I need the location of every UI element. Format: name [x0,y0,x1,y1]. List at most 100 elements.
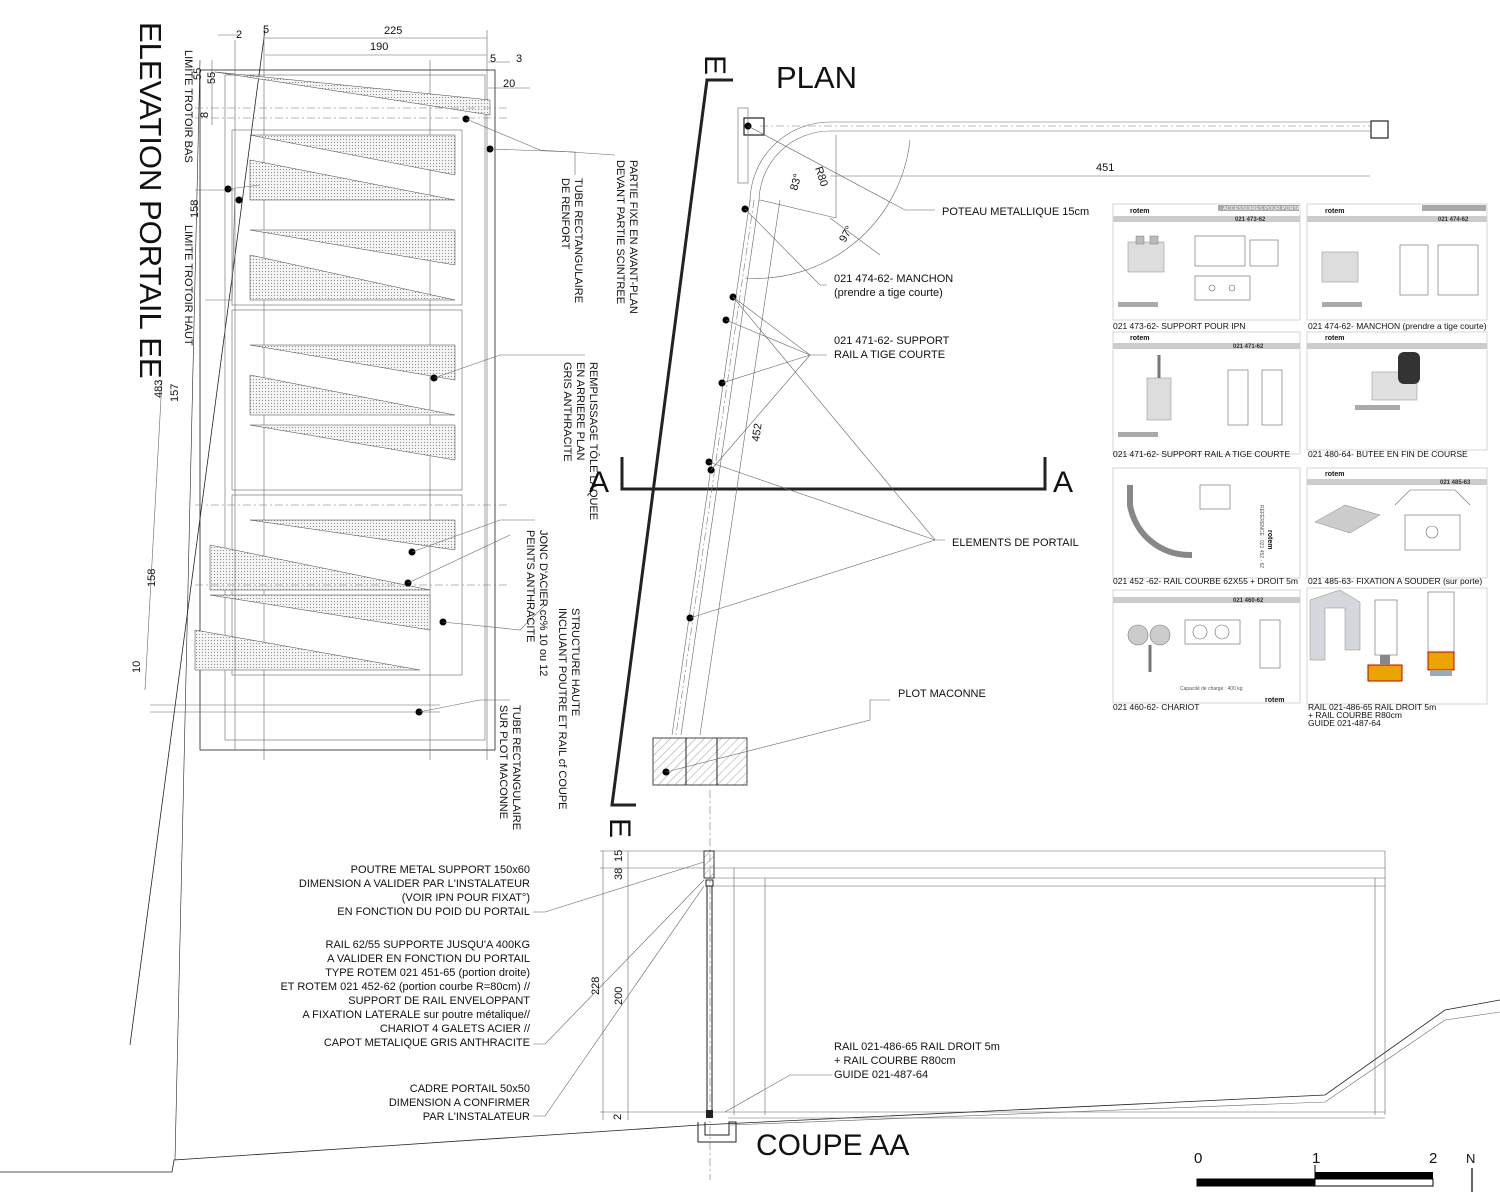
svg-text:ACCESSOIRES POUR PORTAILS: ACCESSOIRES POUR PORTAILS [1223,206,1309,212]
callout-poutre: POUTRE METAL SUPPORT 150x60 DIMENSION A … [299,864,530,918]
svg-text:JONC D'ACIER cc% 10 ou 12: JONC D'ACIER cc% 10 ou 12 [537,530,549,676]
dim-225: 225 [384,25,402,37]
svg-text:(VOIR IPN POUR FIXAT°): (VOIR IPN POUR FIXAT°) [402,892,530,904]
svg-text:021 485-63: 021 485-63 [1440,480,1471,486]
catalog-card-rail-courbe: RÉFÉRENCE : 021 452 - 62 rotem 021 452 -… [1112,467,1301,586]
dim-8: 8 [199,112,211,118]
callout-elements: ELEMENTS DE PORTAIL [952,537,1079,549]
elevation-title: ELEVATION PORTAIL EE [133,22,168,379]
catalog-card-manchon: rotem 021 474-62 021 474-62- MANCHON (pr… [1306,203,1488,331]
svg-text:DIMENSION A VALIDER PAR L'INST: DIMENSION A VALIDER PAR L'INSTALATEUR [299,878,530,890]
svg-text:RÉFÉRENCE : 021 452 - 62: RÉFÉRENCE : 021 452 - 62 [1258,505,1265,568]
svg-text:021 471-62: 021 471-62 [1233,344,1264,350]
svg-text:DE RENFORT: DE RENFORT [559,178,571,250]
dim-483: 483 [153,380,165,398]
dim-451: 451 [1096,162,1114,174]
svg-text:021 473-62- SUPPORT POUR IPN: 021 473-62- SUPPORT POUR IPN [1113,321,1245,331]
dim-55b: 55 [206,72,218,84]
catalog-card-butee: rotem 021 480-64- BUTEE EN FIN DE COURSE [1306,331,1488,459]
svg-text:021 460-62- CHARIOT: 021 460-62- CHARIOT [1113,702,1199,712]
dim-38: 38 [613,868,625,880]
svg-text:A VALIDER EN FONCTION DU PORTA: A VALIDER EN FONCTION DU PORTAIL [327,953,530,965]
svg-text:rotem: rotem [1265,697,1284,704]
svg-text:GRIS ANTHRACITE: GRIS ANTHRACITE [561,362,573,462]
callout-structure: STRUCTURE HAUTE INCLUANT POUTRE ET RAIL … [556,608,581,810]
svg-text:021 474-62- MANCHON: 021 474-62- MANCHON [834,273,953,285]
dim-2: 2 [236,29,242,41]
svg-text:+ RAIL COURBE R80cm: + RAIL COURBE R80cm [1308,710,1402,720]
svg-text:PEINTS ANTHRACITE: PEINTS ANTHRACITE [524,530,536,642]
svg-text:DIMENSION A CONFIRMER: DIMENSION A CONFIRMER [389,1097,530,1109]
svg-text:021 485-63- FIXATION A SOUDER: 021 485-63- FIXATION A SOUDER (sur porte… [1308,576,1482,586]
svg-text:021 480-64- BUTEE EN FIN DE CO: 021 480-64- BUTEE EN FIN DE COURSE [1308,449,1468,459]
callout-rail-guide: RAIL 021-486-65 RAIL DROIT 5m + RAIL COU… [834,1041,1000,1081]
svg-text:rotem: rotem [1325,471,1344,478]
callout-jonc: JONC D'ACIER cc% 10 ou 12 PEINTS ANTHRAC… [524,530,549,676]
dim-228: 228 [590,977,602,995]
dim-452: 452 [750,423,764,443]
dim-15: 15 [613,850,625,862]
svg-text:SUPPORT DE RAIL ENVELOPPANT: SUPPORT DE RAIL ENVELOPPANT [348,995,530,1007]
catalog-card-support-rail: rotem 021 471-62 021 471-62- SUPPORT RAI… [1112,331,1301,459]
svg-text:RAIL 62/55 SUPPORTE JUSQU'A 4: RAIL 62/55 SUPPORTE JUSQU'A 400KG [326,939,530,951]
dim-5a: 5 [263,24,269,36]
svg-text:021 460-62: 021 460-62 [1233,598,1264,604]
callout-rail: RAIL 62/55 SUPPORTE JUSQU'A 400KG A VALI… [280,939,530,1049]
svg-text:TYPE ROTEM 021 451-65 (portion: TYPE ROTEM 021 451-65 (portion droite) [325,967,530,979]
dim-3: 3 [516,53,522,65]
scale-tick-1: 1 [1312,1150,1320,1167]
svg-text:021 471-62- SUPPORT: 021 471-62- SUPPORT [834,335,950,347]
plan-view: PLAN E E A A 83° R80 97° 451 [589,55,1389,838]
dim-200: 200 [613,987,625,1005]
dim-190: 190 [370,41,388,53]
callout-tube-plot: TUBE RECTANGULAIRE SUR PLOT MACONNE [497,705,522,830]
svg-text:PARTIE FIXE EN AVANT-PLAN: PARTIE FIXE EN AVANT-PLAN [627,160,639,314]
svg-text:PAR L'INSTALATEUR: PAR L'INSTALATEUR [423,1111,530,1123]
dim-5b: 5 [490,53,496,65]
svg-text:021 473-62: 021 473-62 [1235,217,1266,223]
svg-text:RAIL 021-486-65 RAIL DROIT 5m: RAIL 021-486-65 RAIL DROIT 5m [834,1041,1000,1053]
svg-text:ET ROTEM 021 452-62 (portion c: ET ROTEM 021 452-62 (portion courbe R=80… [280,981,530,993]
catalog-card-rail-droit: RAIL 021-486-65 RAIL DROIT 5m + RAIL COU… [1306,587,1488,728]
scale-tick-0: 0 [1194,1150,1202,1167]
svg-text:POUTRE METAL SUPPORT 150x60: POUTRE METAL SUPPORT 150x60 [351,864,530,876]
svg-text:EN FONCTION DU POID DU PORTAIL: EN FONCTION DU POID DU PORTAIL [337,906,530,918]
callout-plot: PLOT MACONNE [898,688,986,700]
callout-poteau: POTEAU METALLIQUE 15cm [942,206,1089,218]
dim-20: 20 [503,78,515,90]
svg-text:INCLUANT POUTRE ET RAIL cf COU: INCLUANT POUTRE ET RAIL cf COUPE [556,608,568,810]
svg-text:CADRE PORTAIL 50x50: CADRE PORTAIL 50x50 [410,1083,530,1095]
dim-55a: 55 [192,68,204,80]
cut-e-top: E [698,55,731,75]
scale-bar: 0 1 2 N [1194,1150,1475,1192]
svg-text:rotem: rotem [1130,335,1149,342]
callout-tube-renfort: TUBE RECTANGULAIRE DE RENFORT [559,178,584,303]
svg-text:CAPOT METALIQUE GRIS ANTHRACIT: CAPOT METALIQUE GRIS ANTHRACITE [324,1037,530,1049]
svg-text:STRUCTURE HAUTE: STRUCTURE HAUTE [569,608,581,716]
svg-text:021 474-62- MANCHON (prendre a: 021 474-62- MANCHON (prendre a tige cour… [1308,321,1487,331]
rail-droit-caption: RAIL 021-486-65 RAIL DROIT 5m + RAIL COU… [1308,702,1436,728]
dim-158a: 158 [189,200,201,218]
scale-tick-2: 2 [1429,1150,1437,1167]
dim-10: 10 [131,661,143,673]
rotem-logo: rotem [1130,208,1149,215]
svg-text:(prendre a tige courte): (prendre a tige courte) [834,287,943,299]
svg-text:rotem: rotem [1325,335,1344,342]
catalog-card-chariot: 021 460-62 Capacité de charge : 400 kg r… [1112,589,1301,712]
svg-text:rotem: rotem [1325,208,1344,215]
catalog-card-fixation: rotem 021 485-63 021 485-63- FIXATION A … [1306,467,1488,586]
svg-text:021 471-62- SUPPORT RAIL A TIG: 021 471-62- SUPPORT RAIL A TIGE COURTE [1113,449,1290,459]
svg-text:TUBE RECTANGULAIRE: TUBE RECTANGULAIRE [510,705,522,830]
angle-83: 83° [788,173,804,192]
svg-text:A FIXATION LATERALE sur poutre: A FIXATION LATERALE sur poutre métalique… [302,1009,531,1021]
svg-text:+ RAIL COURBE R80cm: + RAIL COURBE R80cm [834,1055,956,1067]
svg-text:TUBE RECTANGULAIRE: TUBE RECTANGULAIRE [572,178,584,303]
svg-text:021 474-62: 021 474-62 [1438,217,1469,223]
section-view: COUPE AA 38 15 228 200 2 [0,790,1500,1180]
section-title: COUPE AA [756,1129,909,1162]
svg-text:GUIDE 021-487-64: GUIDE 021-487-64 [1308,718,1381,728]
svg-text:021 452 -62- RAIL COURBE 62X55: 021 452 -62- RAIL COURBE 62X55 + DROIT 5… [1113,576,1298,586]
dim-157: 157 [169,384,181,402]
cut-a-left: A [589,466,609,499]
